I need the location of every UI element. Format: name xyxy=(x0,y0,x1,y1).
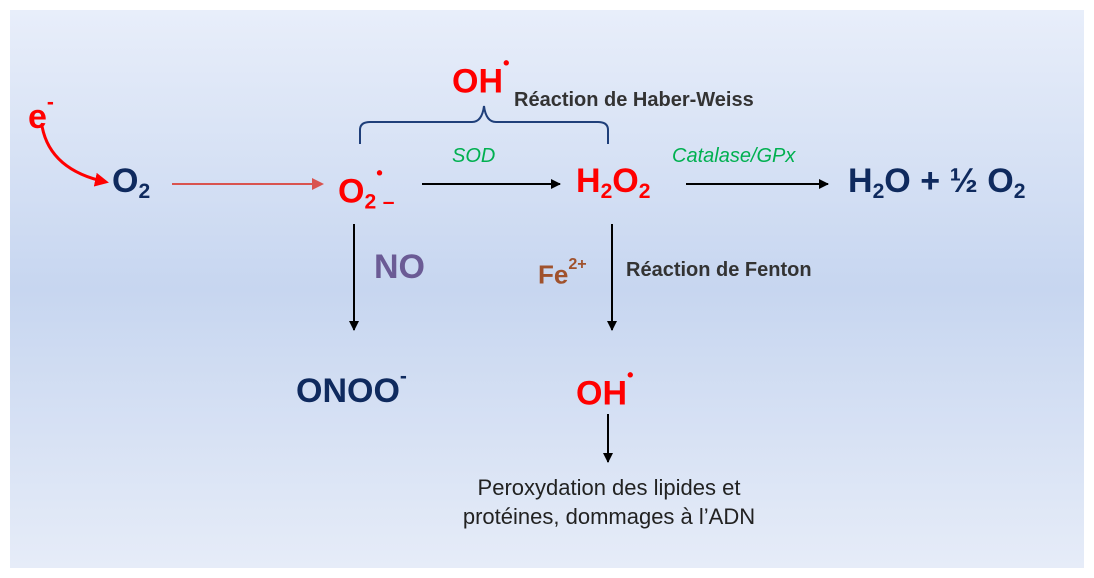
catalase-label: Catalase/GPx xyxy=(672,145,796,167)
electron-arrow xyxy=(40,125,109,187)
water-oxygen-label: H2O + ½ O2 xyxy=(848,162,1026,203)
fenton-label: Réaction de Fenton xyxy=(626,259,812,281)
damage-note: Peroxydation des lipides et protéines, d… xyxy=(462,475,756,529)
iron-label: Fe2+ xyxy=(538,255,587,290)
electron-label: e- xyxy=(28,91,54,136)
oxygen-label: O2 xyxy=(112,162,151,203)
hydroxyl-bottom-label: OH• xyxy=(576,364,634,413)
haber-weiss-bracket xyxy=(359,105,609,144)
diagram-canvas: e- O2 O2•– H2O2 H2O + ½ O2 OH• Réaction … xyxy=(10,10,1084,568)
nitric-oxide-label: NO xyxy=(374,248,425,286)
superoxide-label: O2•– xyxy=(338,162,395,214)
arrows-layer xyxy=(40,105,829,463)
haber-weiss-label: Réaction de Haber-Weiss xyxy=(514,89,754,111)
sod-label: SOD xyxy=(452,145,496,167)
hydroxyl-top-label: OH• xyxy=(452,52,510,101)
peroxide-label: H2O2 xyxy=(576,162,651,203)
peroxynitrite-label: ONOO- xyxy=(296,365,407,410)
